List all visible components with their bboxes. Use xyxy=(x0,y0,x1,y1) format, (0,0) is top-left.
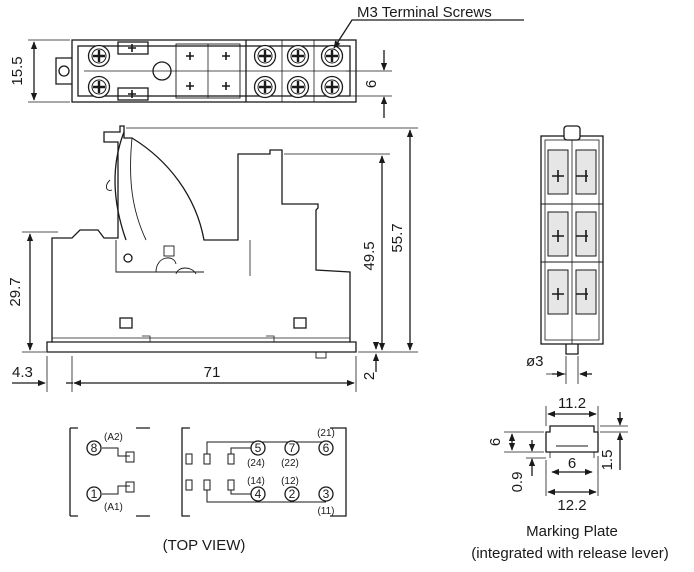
terminal-a1: (A1) xyxy=(104,502,123,513)
terminal-21: (21) xyxy=(317,428,335,439)
plate-top-width-label: 11.2 xyxy=(558,395,586,412)
screws-leader xyxy=(333,19,524,49)
dim-offset-left-label: 4.3 xyxy=(12,364,33,381)
dim-base-height xyxy=(22,231,58,353)
dim-plate xyxy=(504,406,628,496)
screws-callout: M3 Terminal Screws xyxy=(357,4,492,21)
terminal-14: (14) xyxy=(247,476,265,487)
dim-mid-height-label: 49.5 xyxy=(361,241,378,270)
front-elevation xyxy=(46,125,357,359)
dim-total-height xyxy=(126,127,418,351)
dim-hole xyxy=(546,356,592,384)
marking-plate xyxy=(545,425,599,458)
terminal-3: 3 xyxy=(323,487,330,501)
top-plan-view xyxy=(55,39,357,103)
plate-base-label: 0.9 xyxy=(509,472,526,493)
dim-screw-pitch xyxy=(346,50,392,118)
dim-total-height-label: 55.7 xyxy=(389,223,406,252)
terminal-6: 6 xyxy=(323,441,330,455)
terminal-4: 4 xyxy=(255,487,262,501)
terminal-12: (12) xyxy=(281,476,299,487)
terminal-5: 5 xyxy=(255,441,262,455)
dim-mid-height xyxy=(284,153,418,353)
dim-base-height-label: 29.7 xyxy=(7,277,24,306)
dim-length xyxy=(12,341,380,392)
plate-step-label: 1.5 xyxy=(599,450,616,471)
terminal-11: (11) xyxy=(317,506,334,517)
top-view-caption: (TOP VIEW) xyxy=(163,537,246,554)
dim-hole-label: ø3 xyxy=(526,353,544,370)
top-view-wiring xyxy=(69,427,347,517)
side-view xyxy=(540,125,604,355)
dim-length-label: 71 xyxy=(204,364,221,381)
terminal-2: 2 xyxy=(289,487,296,501)
terminal-7: 7 xyxy=(289,441,296,455)
plate-bottom-width-label: 12.2 xyxy=(557,497,586,514)
dim-top-height-label: 15.5 xyxy=(9,56,26,85)
terminal-a2: (A2) xyxy=(104,432,123,443)
plate-inner-label: 6 xyxy=(568,455,576,472)
dim-offset-right-label: 2 xyxy=(361,372,378,380)
dim-top-height xyxy=(28,39,70,103)
terminal-24: (24) xyxy=(247,458,265,469)
marking-plate-subtitle: (integrated with release lever) xyxy=(471,545,669,562)
terminal-22: (22) xyxy=(281,458,299,469)
marking-plate-title: Marking Plate xyxy=(526,523,618,540)
dim-screw-pitch-label: 6 xyxy=(363,80,380,88)
terminal-1: 1 xyxy=(91,487,98,501)
terminal-8: 8 xyxy=(91,441,98,455)
plate-height-label: 6 xyxy=(487,438,504,446)
